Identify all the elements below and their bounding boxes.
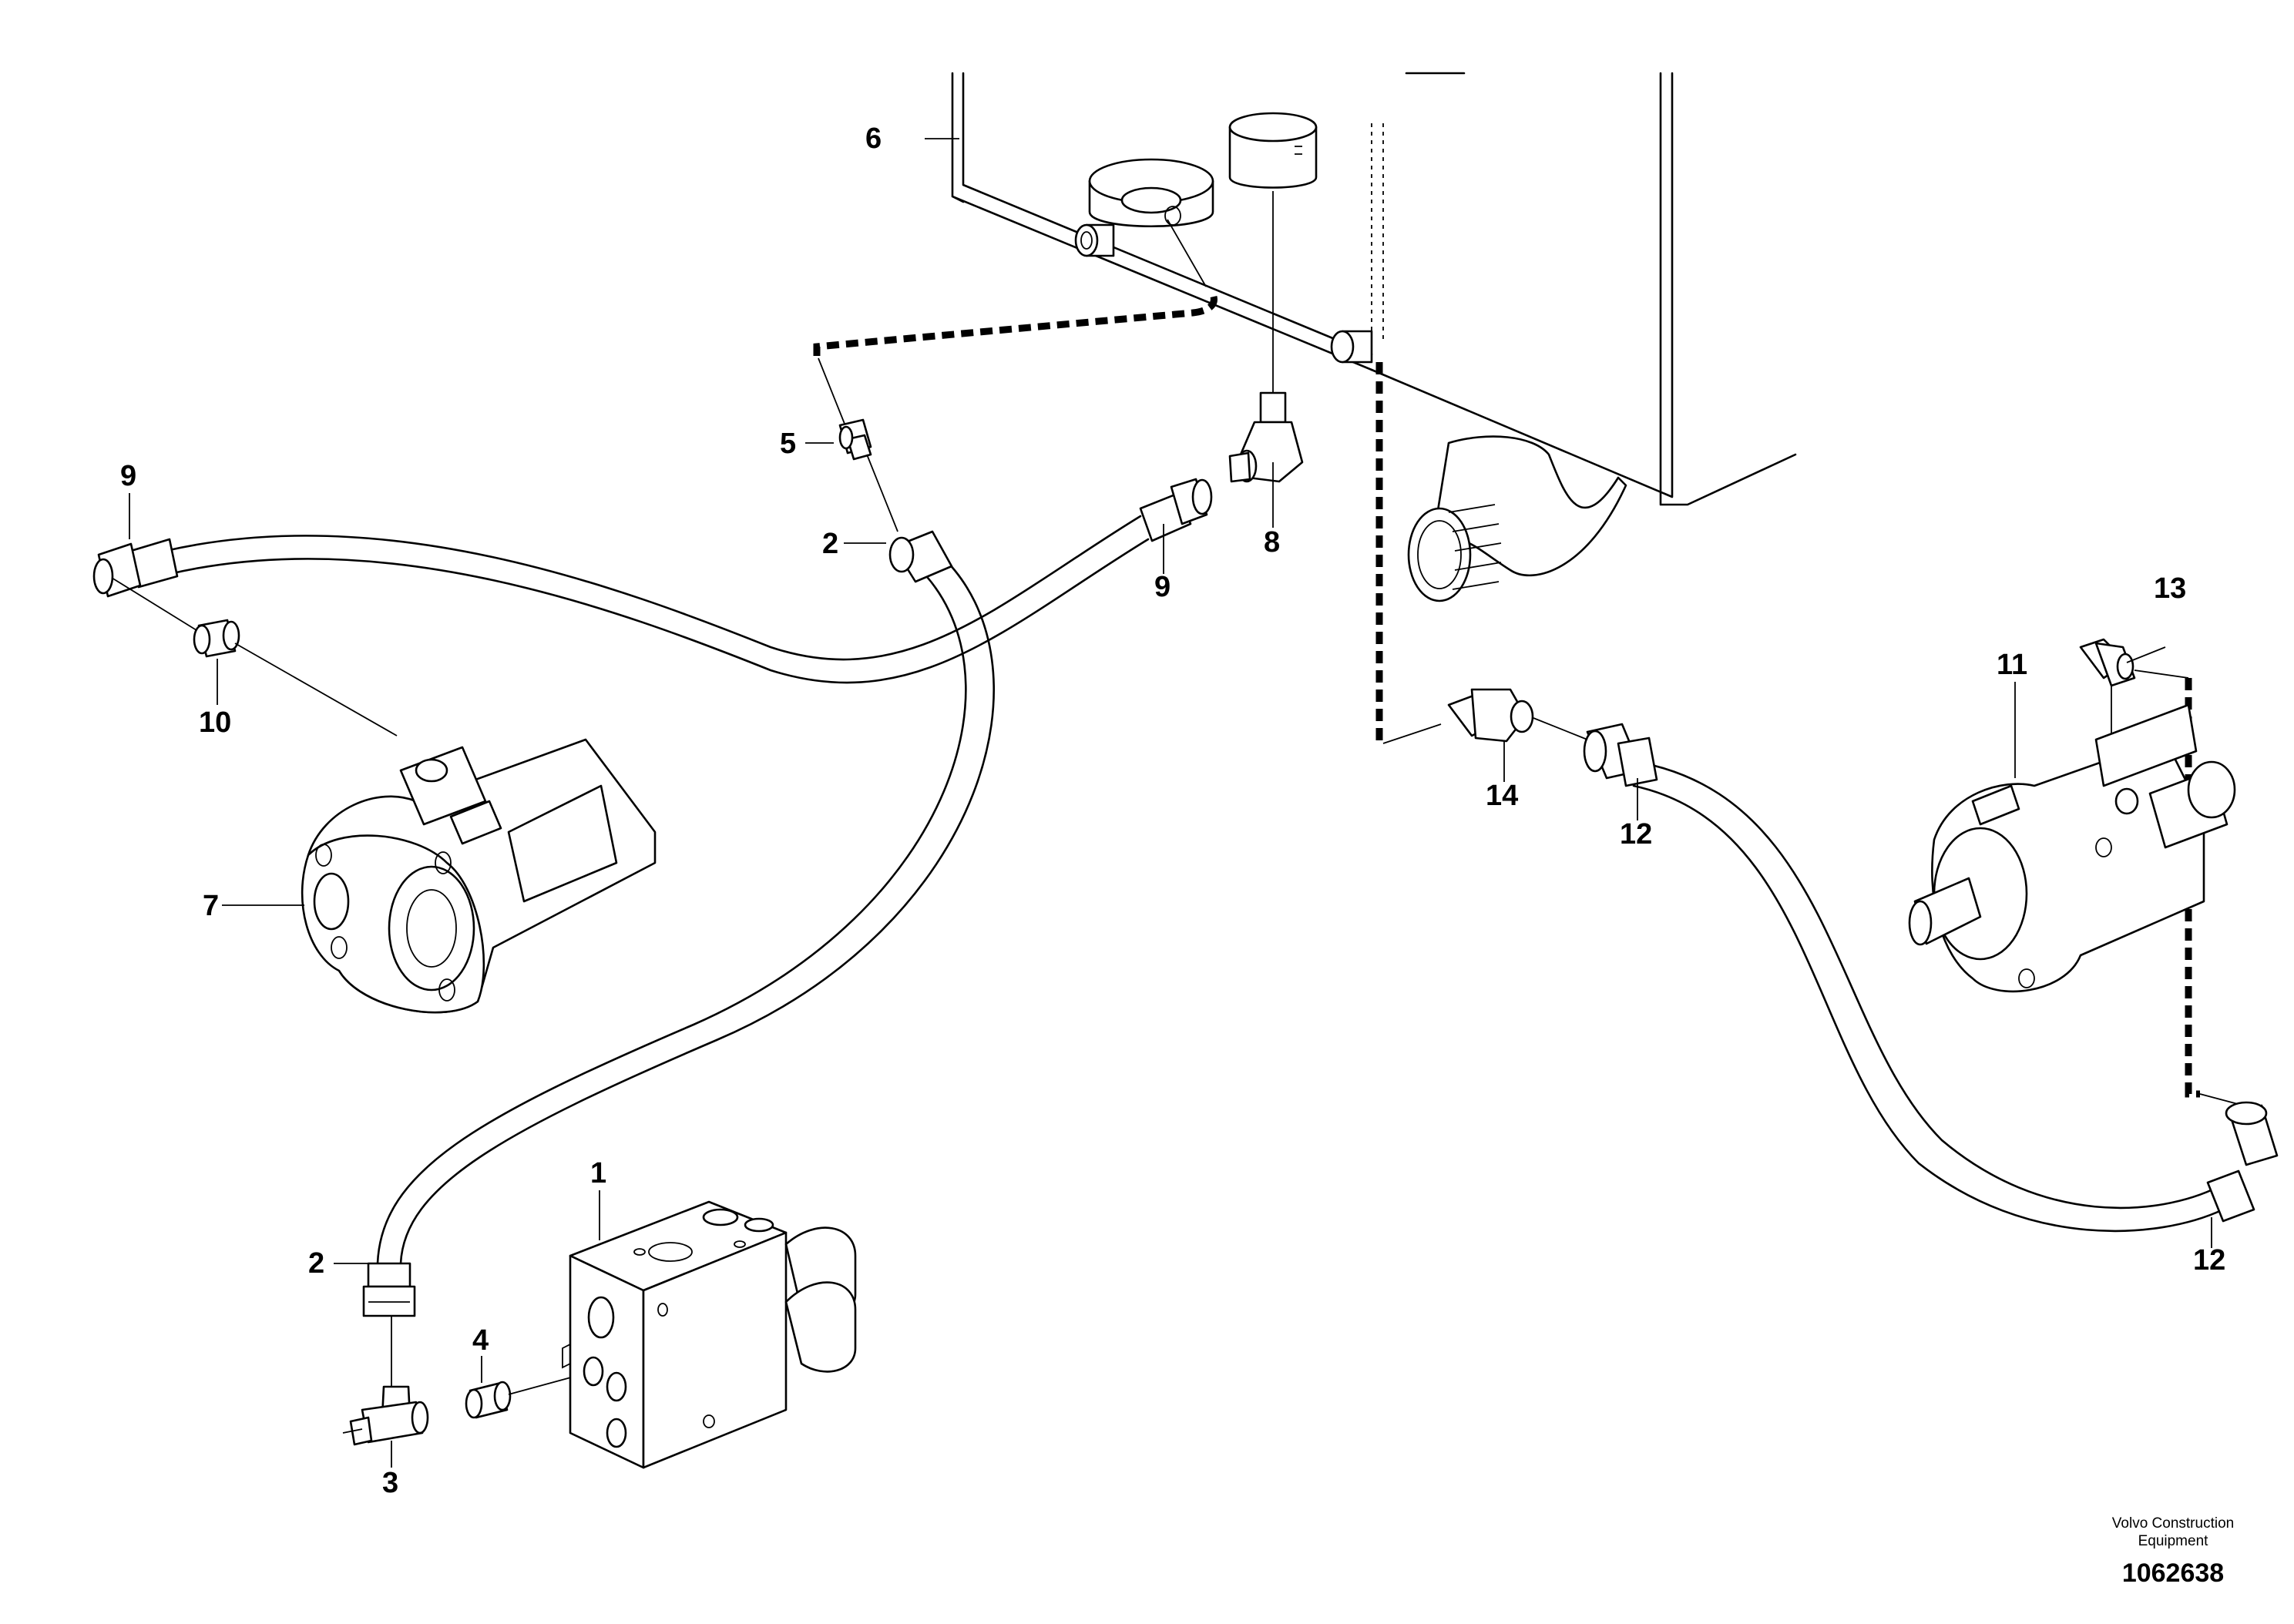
hose-12 (1583, 723, 2279, 1233)
credit-line-1: Volvo Construction (2112, 1515, 2234, 1532)
pump-7 (301, 738, 657, 1014)
pump-11 (1908, 703, 2236, 993)
fitting-14 (1447, 688, 1588, 743)
credit-line-2: Equipment (2138, 1533, 2209, 1549)
callout-10: 10 (199, 706, 231, 739)
drawing-number: 1062638 (2122, 1559, 2224, 1588)
callout-1: 1 (590, 1157, 606, 1189)
callout-labels: 6 5 2 8 9 9 10 7 13 11 14 12 12 1 2 4 3 (120, 122, 2225, 1499)
callout-12-middle: 12 (1620, 818, 1652, 851)
valve-block (562, 1200, 857, 1469)
callout-7: 7 (203, 890, 219, 922)
fitting-13 (2079, 638, 2136, 740)
callout-8: 8 (1264, 526, 1280, 559)
callout-9-right: 9 (1154, 571, 1171, 603)
fitting-5 (838, 418, 898, 532)
callout-11: 11 (1997, 649, 2027, 681)
callout-2-bottom: 2 (308, 1247, 324, 1280)
hose-2 (362, 530, 995, 1317)
callout-3: 3 (382, 1467, 398, 1499)
callout-2-top: 2 (822, 528, 838, 560)
callout-9-left: 9 (120, 460, 136, 492)
fitting-10 (111, 577, 398, 737)
fitting-8 (1228, 391, 1304, 483)
callout-4: 4 (472, 1324, 489, 1357)
fitting-4 (465, 1371, 594, 1419)
callout-13: 13 (2154, 572, 2186, 605)
tee-fitting-3 (342, 1316, 429, 1446)
hydraulic-tank (951, 72, 1797, 602)
callout-leaders (129, 138, 2212, 1468)
callout-6: 6 (865, 122, 882, 155)
drawing-credit: Volvo Construction Equipment 1062638 (2112, 1515, 2234, 1588)
callout-5: 5 (780, 428, 796, 460)
hose-9 (92, 478, 1213, 684)
callout-14: 14 (1486, 780, 1518, 812)
callout-12-right: 12 (2193, 1244, 2225, 1277)
